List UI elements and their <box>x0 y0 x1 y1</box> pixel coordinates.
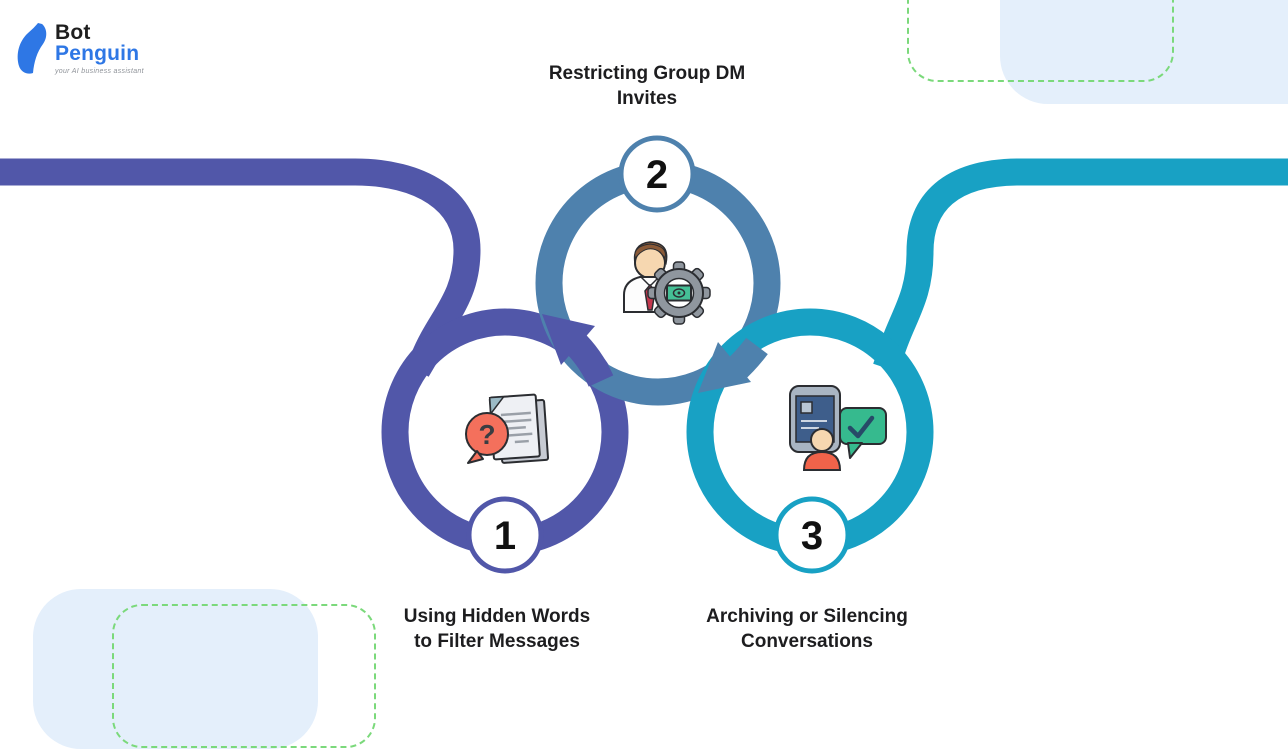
dashed-outline-top-right <box>907 0 1174 82</box>
step2-title-line2: Invites <box>616 88 678 109</box>
flow-line-right <box>873 158 1288 373</box>
step3-title-line2: Conversations <box>741 631 873 652</box>
step2-badge-circle <box>618 135 696 213</box>
step1-badge: 1 <box>466 496 544 574</box>
step3-title: Archiving or Silencing Conversations <box>637 604 977 654</box>
brand-tagline: your AI business assistant <box>55 68 144 75</box>
step2-badge: 2 <box>618 135 696 213</box>
brand-name-penguin: Penguin <box>55 42 140 65</box>
arrow1-head-icon <box>542 314 595 365</box>
step3-badge: 3 <box>773 496 851 574</box>
phone-chat-check-icon <box>789 385 887 471</box>
process-flow-diagram: ? <box>0 135 1288 574</box>
arrow-step1-to-step2 <box>542 314 614 387</box>
svg-text:?: ? <box>478 419 495 450</box>
arrow-step2-to-step3 <box>698 337 768 393</box>
brand-name-bot: Bot <box>55 21 91 44</box>
step1-title-line2: to Filter Messages <box>414 631 580 652</box>
step1-title: Using Hidden Words to Filter Messages <box>327 604 667 654</box>
step2-number: 2 <box>646 153 668 197</box>
brand-logo: Bot Penguin your AI business assistant <box>14 22 144 76</box>
step3-badge-circle <box>773 496 851 574</box>
step3-number: 3 <box>801 514 823 558</box>
person-gear-icon <box>623 241 711 325</box>
penguin-icon <box>17 23 47 74</box>
document-question-icon: ? <box>465 393 550 464</box>
step2-title: Restricting Group DM Invites <box>477 61 817 111</box>
step3-title-line1: Archiving or Silencing <box>706 606 908 627</box>
step1-badge-circle <box>466 496 544 574</box>
step1-title-line1: Using Hidden Words <box>403 606 591 627</box>
arrow2-head-icon <box>698 342 751 393</box>
step1-number: 1 <box>494 514 516 558</box>
step2-title-line1: Restricting Group DM <box>548 63 746 84</box>
flow-line-left <box>0 158 481 377</box>
